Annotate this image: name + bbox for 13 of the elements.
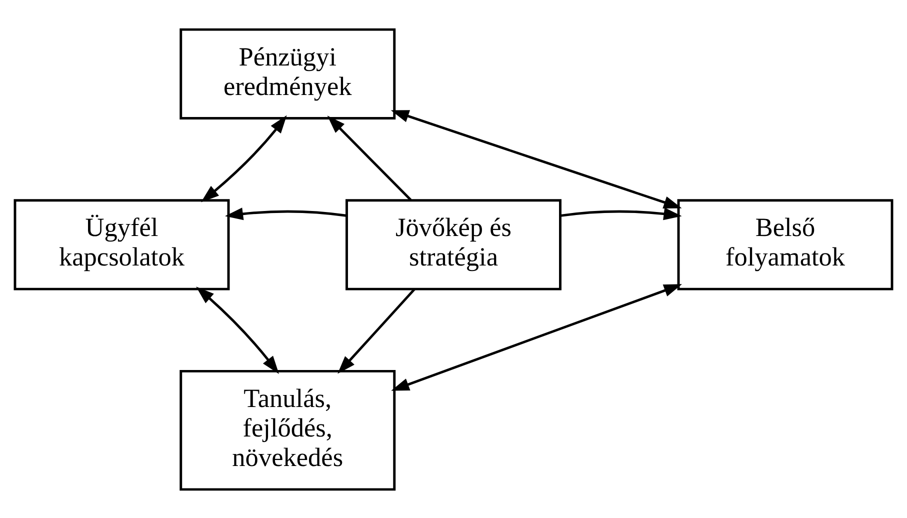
arrow [560, 207, 682, 220]
arrow [201, 114, 287, 202]
arrow [196, 286, 279, 374]
node-box: Tanulás, fejlődés, növekedés [180, 369, 396, 490]
node-box: Ügyfél kapcsolatok [14, 198, 230, 290]
node-box: Jövőkép és stratégia [346, 198, 562, 290]
arrow [224, 207, 347, 220]
node-box: Belső folyamatok [677, 198, 894, 290]
node-box: Pénzügyi eredmények [180, 28, 396, 119]
arrow [390, 110, 682, 208]
arrow [327, 115, 412, 200]
arrow [391, 284, 682, 390]
arrow [338, 288, 416, 374]
